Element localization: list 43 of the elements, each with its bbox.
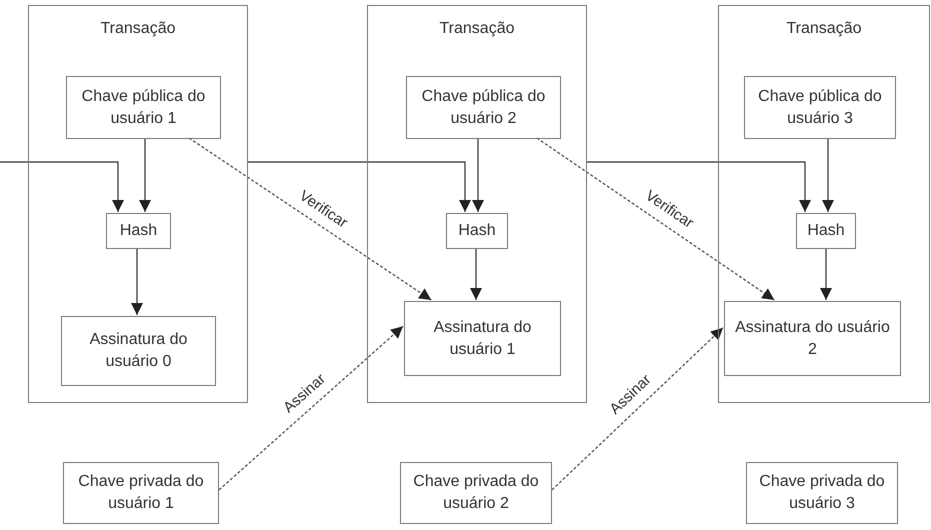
panel-title: Transação	[100, 20, 176, 38]
box-label: Hash	[807, 221, 845, 242]
arrow	[472, 138, 484, 212]
panel-title: Transação	[786, 20, 862, 38]
public-key-box	[744, 76, 896, 139]
dashed-arrow	[218, 326, 404, 490]
box-label: Chave pública do usuário 1	[80, 86, 206, 128]
arrow	[470, 248, 482, 300]
arrow	[820, 248, 832, 300]
arrow	[587, 161, 811, 212]
private-key-box	[400, 462, 552, 524]
arrow	[139, 138, 151, 212]
box-label: Chave privada do usuário 2	[412, 472, 540, 514]
dashed-arrow	[552, 327, 724, 490]
public-key-box	[406, 76, 561, 139]
box-label: Hash	[458, 221, 496, 242]
hash-box	[796, 213, 856, 249]
signature-box	[724, 301, 901, 376]
box-label: Assinatura do usuário 1	[432, 318, 532, 360]
panel-title: Transação	[438, 20, 516, 38]
arrow	[248, 161, 471, 212]
signature-box	[404, 301, 561, 376]
private-key-box	[63, 462, 219, 524]
box-label: Chave pública do usuário 2	[420, 86, 546, 128]
transaction-panel	[718, 5, 930, 403]
transaction-panel	[28, 5, 248, 403]
box-label: Chave privada do usuário 1	[77, 472, 205, 514]
box-label: Assinatura do usuário 0	[88, 330, 188, 372]
signature-box	[61, 316, 216, 386]
box-label: Chave pública do usuário 3	[757, 86, 883, 128]
arrow	[822, 138, 834, 212]
arrow	[131, 248, 143, 315]
box-label: Hash	[120, 221, 158, 242]
dashed-arrow	[188, 137, 432, 301]
box-label: Chave privada do usuário 3	[758, 472, 886, 514]
hash-box	[446, 213, 508, 249]
private-key-box	[746, 462, 898, 524]
arrow	[0, 161, 124, 212]
hash-box	[106, 213, 171, 249]
dashed-arrow	[536, 137, 775, 301]
box-label: Assinatura do usuário 2	[734, 318, 891, 360]
transaction-panel	[367, 5, 587, 403]
public-key-box	[66, 76, 221, 139]
